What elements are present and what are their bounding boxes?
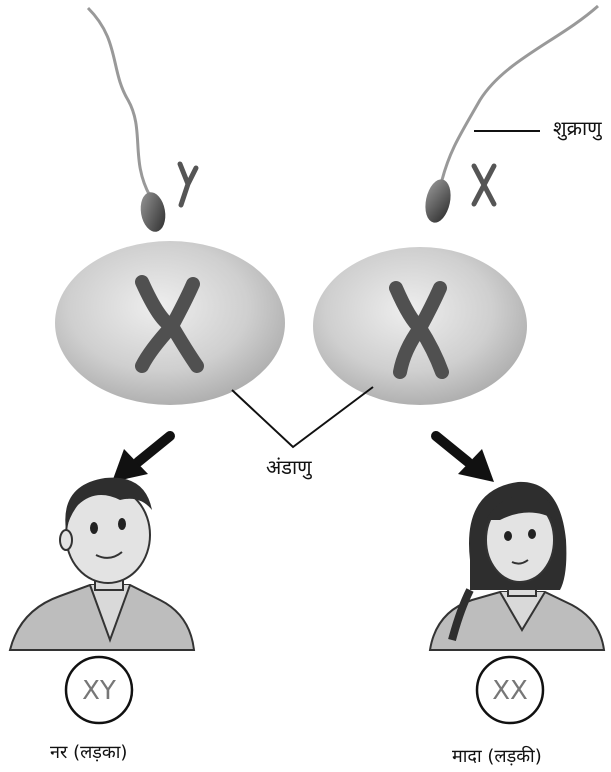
male-genotype: XY bbox=[82, 676, 116, 706]
chromosome-y-sperm bbox=[177, 161, 199, 208]
ovum-label-lines bbox=[231, 386, 374, 449]
arrow-left bbox=[112, 431, 175, 482]
sperm-label: शुक्राणु bbox=[553, 116, 602, 140]
ovum-label: अंडाणु bbox=[266, 455, 312, 479]
sperm-right bbox=[425, 4, 599, 223]
girl-illustration bbox=[428, 481, 606, 651]
sperm-left-head bbox=[140, 192, 166, 232]
egg-right bbox=[313, 247, 527, 405]
sperm-right-tail bbox=[440, 4, 599, 181]
female-genotype: XX bbox=[492, 676, 528, 706]
female-label: मादा (लड़की) bbox=[452, 746, 542, 767]
sperm-right-head bbox=[425, 179, 451, 223]
male-genotype-circle bbox=[64, 655, 134, 725]
arrow-right bbox=[431, 431, 494, 482]
sperm-left-tail bbox=[86, 6, 152, 197]
male-label: नर (लड़का) bbox=[50, 742, 128, 763]
chromosome-x-egg-right bbox=[389, 281, 449, 379]
sperm-left bbox=[86, 6, 166, 232]
boy-illustration bbox=[8, 477, 196, 651]
chromosome-x-egg-left bbox=[135, 275, 204, 373]
chromosome-x-sperm bbox=[471, 163, 497, 207]
female-genotype-circle bbox=[475, 655, 545, 725]
egg-left bbox=[55, 241, 285, 405]
